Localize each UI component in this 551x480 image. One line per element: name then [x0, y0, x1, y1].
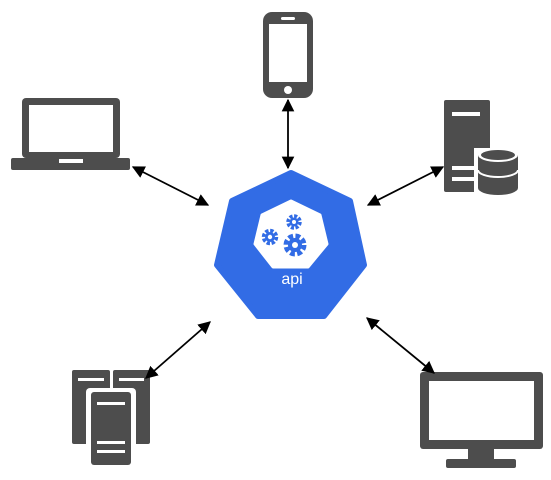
arrow-api-laptop	[131, 166, 210, 206]
api-label: api	[281, 271, 303, 288]
server-database-icon	[444, 100, 524, 198]
arrow-api-monitor	[366, 317, 435, 374]
laptop-icon	[11, 98, 130, 170]
server-cluster-icon	[72, 370, 150, 468]
arrow-api-server-database	[366, 166, 445, 206]
smartphone-icon	[263, 12, 313, 98]
gears-icon	[253, 199, 329, 269]
arrow-api-server-cluster	[145, 321, 211, 379]
monitor-icon	[420, 372, 543, 468]
api-hub	[214, 170, 367, 319]
